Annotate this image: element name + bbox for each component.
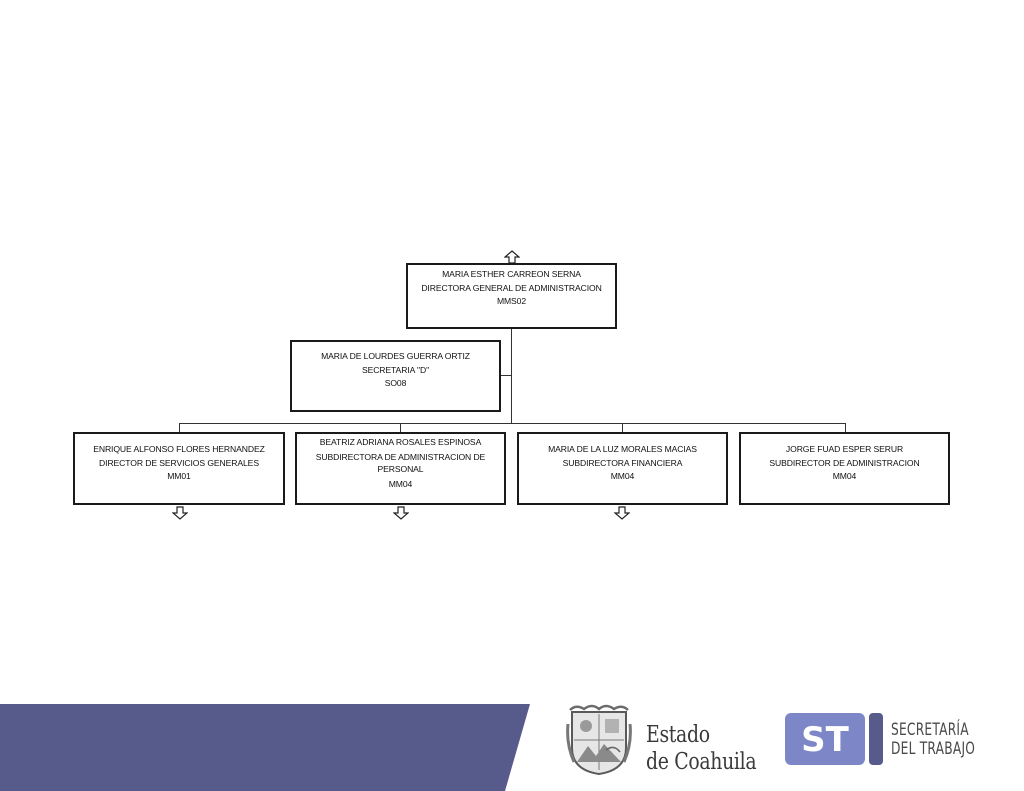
person-name: JORGE FUAD ESPER SERUR	[785, 444, 904, 454]
position-code: MM04	[388, 478, 413, 489]
position-title: SUBDIRECTORA FINANCIERA	[562, 457, 683, 468]
arrow-up-icon[interactable]	[504, 250, 520, 264]
person-name: MARIA DE LA LUZ MORALES MACIAS	[548, 444, 697, 454]
arrow-down-icon[interactable]	[614, 506, 630, 520]
coat-of-arms-icon	[566, 704, 632, 776]
position-title: DIRECTOR DE SERVICIOS GENERALES	[99, 457, 259, 468]
footer-band	[0, 704, 530, 791]
org-box-director[interactable]: MARIA ESTHER CARREON SERNA DIRECTORA GEN…	[406, 263, 617, 329]
position-title: SECRETARIA "D"	[361, 364, 430, 375]
org-box-administracion[interactable]: JORGE FUAD ESPER SERUR SUBDIRECTOR DE AD…	[739, 432, 950, 505]
position-code: MMS02	[496, 296, 527, 306]
org-box-administracion-personal[interactable]: BEATRIZ ADRIANA ROSALES ESPINOSA SUBDIRE…	[295, 432, 506, 505]
secretaria-trabajo-wordmark: SECRETARÍA DEL TRABAJO	[891, 720, 976, 759]
position-code: MM01	[167, 471, 191, 481]
position-code: MM04	[832, 471, 857, 481]
org-box-servicios-generales[interactable]: ENRIQUE ALFONSO FLORES HERNANDEZ DIRECTO…	[73, 432, 285, 505]
position-title: SUBDIRECTORA DE ADMINISTRACION DE	[315, 451, 486, 462]
position-title-line2: PERSONAL	[377, 464, 424, 475]
position-code: SO08	[384, 378, 407, 388]
st-mark-text: ST	[801, 720, 849, 760]
person-name: MARIA ESTHER CARREON SERNA	[442, 269, 581, 279]
org-box-financiera[interactable]: MARIA DE LA LUZ MORALES MACIAS SUBDIRECT…	[517, 432, 728, 505]
person-name: MARIA DE LOURDES GUERRA ORTIZ	[321, 351, 470, 361]
position-title: DIRECTORA GENERAL DE ADMINISTRACION	[421, 282, 602, 293]
org-box-secretaria[interactable]: MARIA DE LOURDES GUERRA ORTIZ SECRETARIA…	[290, 340, 501, 412]
position-code: MM04	[610, 471, 635, 481]
arrow-down-icon[interactable]	[393, 506, 409, 520]
person-name: ENRIQUE ALFONSO FLORES HERNANDEZ	[93, 444, 265, 454]
coahuila-wordmark: Estado de Coahuila	[646, 722, 757, 775]
person-name: BEATRIZ ADRIANA ROSALES ESPINOSA	[319, 437, 482, 447]
arrow-down-icon[interactable]	[172, 506, 188, 520]
position-title: SUBDIRECTOR DE ADMINISTRACION	[769, 457, 920, 468]
st-logo-icon: ST	[785, 713, 883, 765]
